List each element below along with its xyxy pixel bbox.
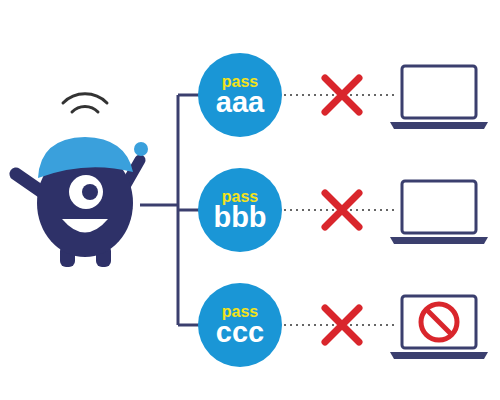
cross-mark [325,193,359,227]
password-value: bbb [213,203,266,231]
dotted-lines [284,95,396,325]
password-circle: passccc [198,283,282,367]
robot-eye [69,175,103,209]
branch-line [178,209,200,212]
branch-lines [140,95,200,325]
wifi-arc [63,94,107,103]
branch-line [178,324,200,327]
cross-mark [325,78,359,112]
password-circle: passaaa [198,53,282,137]
laptop-screen [402,296,476,348]
laptop-screen [402,66,476,118]
robot-cap [38,137,133,178]
laptop-base [390,122,488,129]
cross-mark [325,308,359,342]
laptop-base [390,352,488,359]
robot-mouth [62,219,108,233]
prohibition-sign [421,304,457,340]
laptop-screen [402,181,476,233]
trunk-line [140,204,178,207]
robot-character [16,94,148,267]
robot-pupil [82,184,98,200]
prohibition-slash [426,309,452,335]
laptop-icon [390,296,488,359]
robot-hand-ball [134,142,148,156]
laptop-base [390,237,488,244]
password-value: aaa [216,88,264,116]
laptop-icon [390,66,488,129]
cross-marks [325,78,359,342]
branch-line [178,94,200,97]
password-value: ccc [216,318,264,346]
laptop-icon [390,181,488,244]
wifi-arc [72,106,98,112]
password-circle: passbbb [198,168,282,252]
